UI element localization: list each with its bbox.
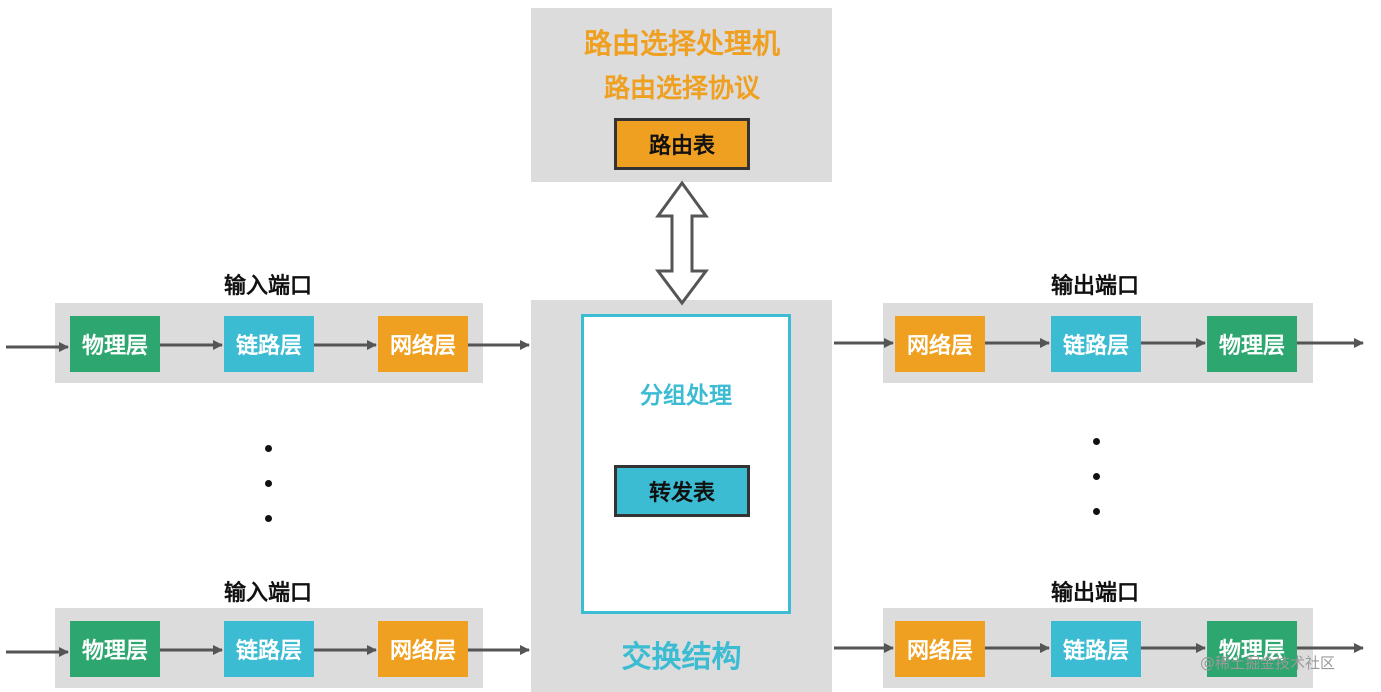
ellipsis-dot	[1093, 473, 1100, 480]
link-layer-box: 链路层	[1051, 621, 1141, 677]
switch-fabric-label: 交换结构	[621, 640, 742, 675]
network-layer-box: 网络层	[895, 621, 985, 677]
link-layer-box: 链路层	[224, 621, 314, 677]
packet-processing-box	[581, 314, 791, 614]
routing-protocol-label: 路由选择协议	[603, 74, 760, 104]
ellipsis-dot	[265, 480, 272, 487]
physical-layer-box: 物理层	[70, 316, 160, 372]
watermark: @稀土掘金技术社区	[1200, 654, 1336, 672]
network-layer-box: 网络层	[378, 316, 468, 372]
physical-layer-box: 物理层	[70, 621, 160, 677]
network-layer-box: 网络层	[895, 316, 985, 372]
ellipsis-dot	[1093, 508, 1100, 515]
output-port-title: 输出端口	[1050, 274, 1139, 299]
ellipsis-dot	[1093, 438, 1100, 445]
routing-processor-title: 路由选择处理机	[583, 27, 780, 60]
routing-table-box: 路由表	[614, 118, 750, 170]
forwarding-table-box: 转发表	[614, 465, 750, 517]
ellipsis-dot	[265, 515, 272, 522]
packet-processing-label: 分组处理	[640, 383, 732, 409]
physical-layer-box: 物理层	[1207, 316, 1297, 372]
bidirectional-arrow	[655, 180, 709, 306]
input-port-title: 输入端口	[223, 581, 312, 606]
link-layer-box: 链路层	[1051, 316, 1141, 372]
ellipsis-dot	[265, 445, 272, 452]
output-port-title: 输出端口	[1050, 581, 1139, 606]
physical-layer-box: 物理层	[1207, 621, 1297, 677]
network-layer-box: 网络层	[378, 621, 468, 677]
input-port-title: 输入端口	[223, 274, 312, 299]
link-layer-box: 链路层	[224, 316, 314, 372]
